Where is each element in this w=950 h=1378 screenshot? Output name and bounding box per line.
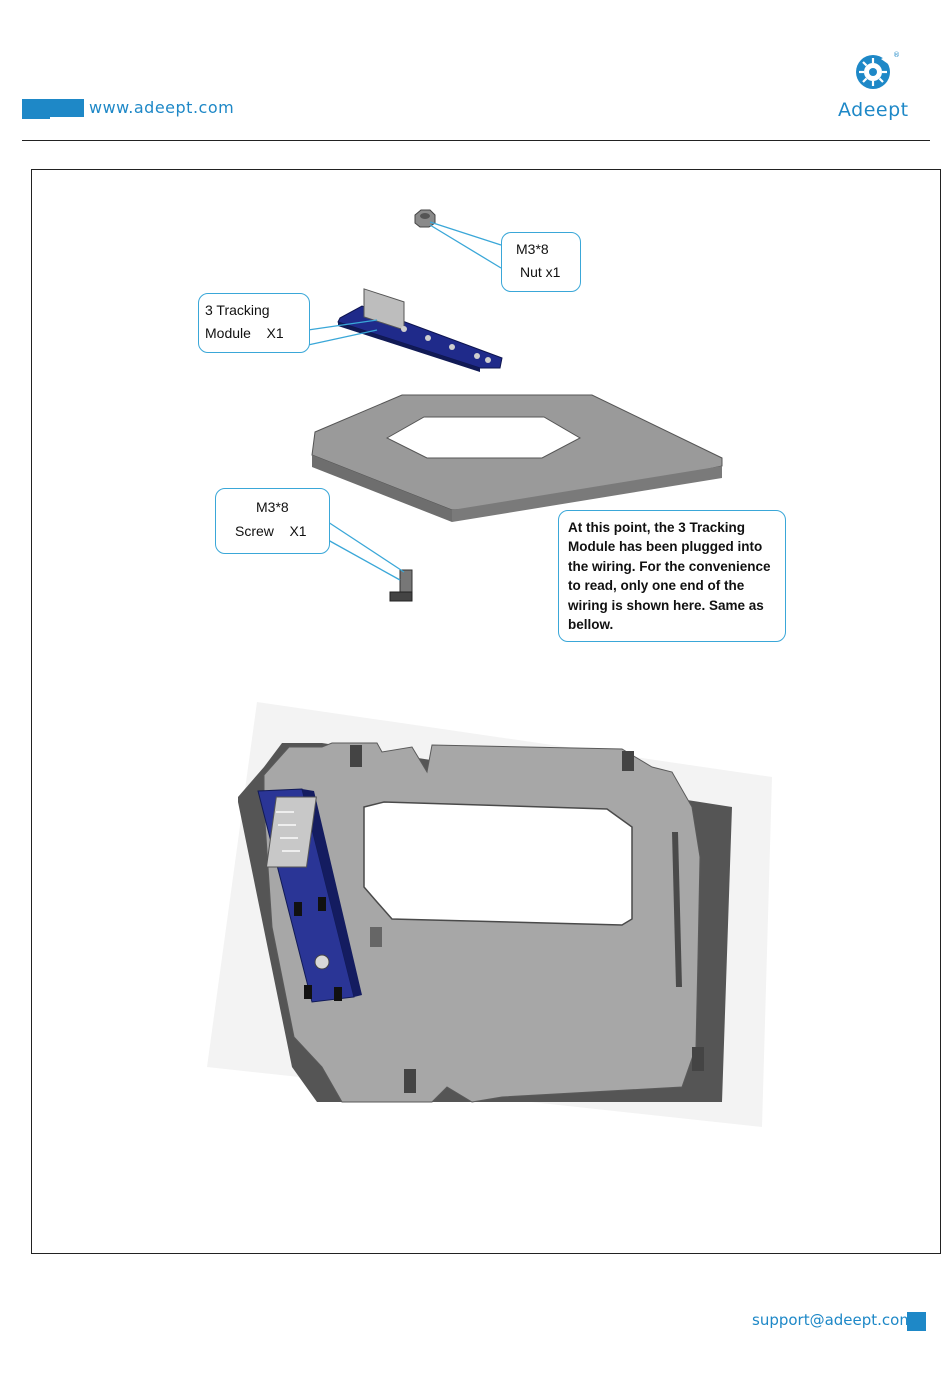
callout-nut-qty: Nut x1 [520,261,560,284]
callout-screw: M3*8 Screw X1 [215,488,330,554]
exploded-assembly-illustration [32,170,940,658]
callout-screw-size: M3*8 [256,496,289,519]
brand-wordmark: Adeept [838,99,909,121]
header-website-link[interactable]: www.adeept.com [89,98,234,117]
header-accent-bar [22,99,84,117]
step-panel-assembled [31,657,941,1254]
callout-nut-size: M3*8 [516,238,549,261]
callout-nut: M3*8 Nut x1 [501,232,581,292]
tracking-module-part [338,289,502,372]
callout-module-name: 3 Tracking [205,299,270,322]
header-accent-underline [22,117,50,119]
registered-mark: ® [893,51,900,59]
callout-screw-qty: Screw X1 [235,520,307,543]
m3-nut-part [415,210,435,227]
support-email-link[interactable]: support@adeept.com [752,1311,914,1329]
footer-accent-square [907,1312,926,1331]
callout-module-qty: Module X1 [205,322,284,345]
frame-plate-part [312,395,722,522]
assembled-illustration [32,657,940,1253]
assembly-note: At this point, the 3 Tracking Module has… [558,510,786,642]
header-divider [22,140,930,141]
callout-tracking-module: 3 Tracking Module X1 [198,293,310,353]
step-panel-exploded: M3*8 Nut x1 3 Tracking Module X1 M3*8 Sc… [31,169,941,659]
m3-screw-part [390,570,412,601]
